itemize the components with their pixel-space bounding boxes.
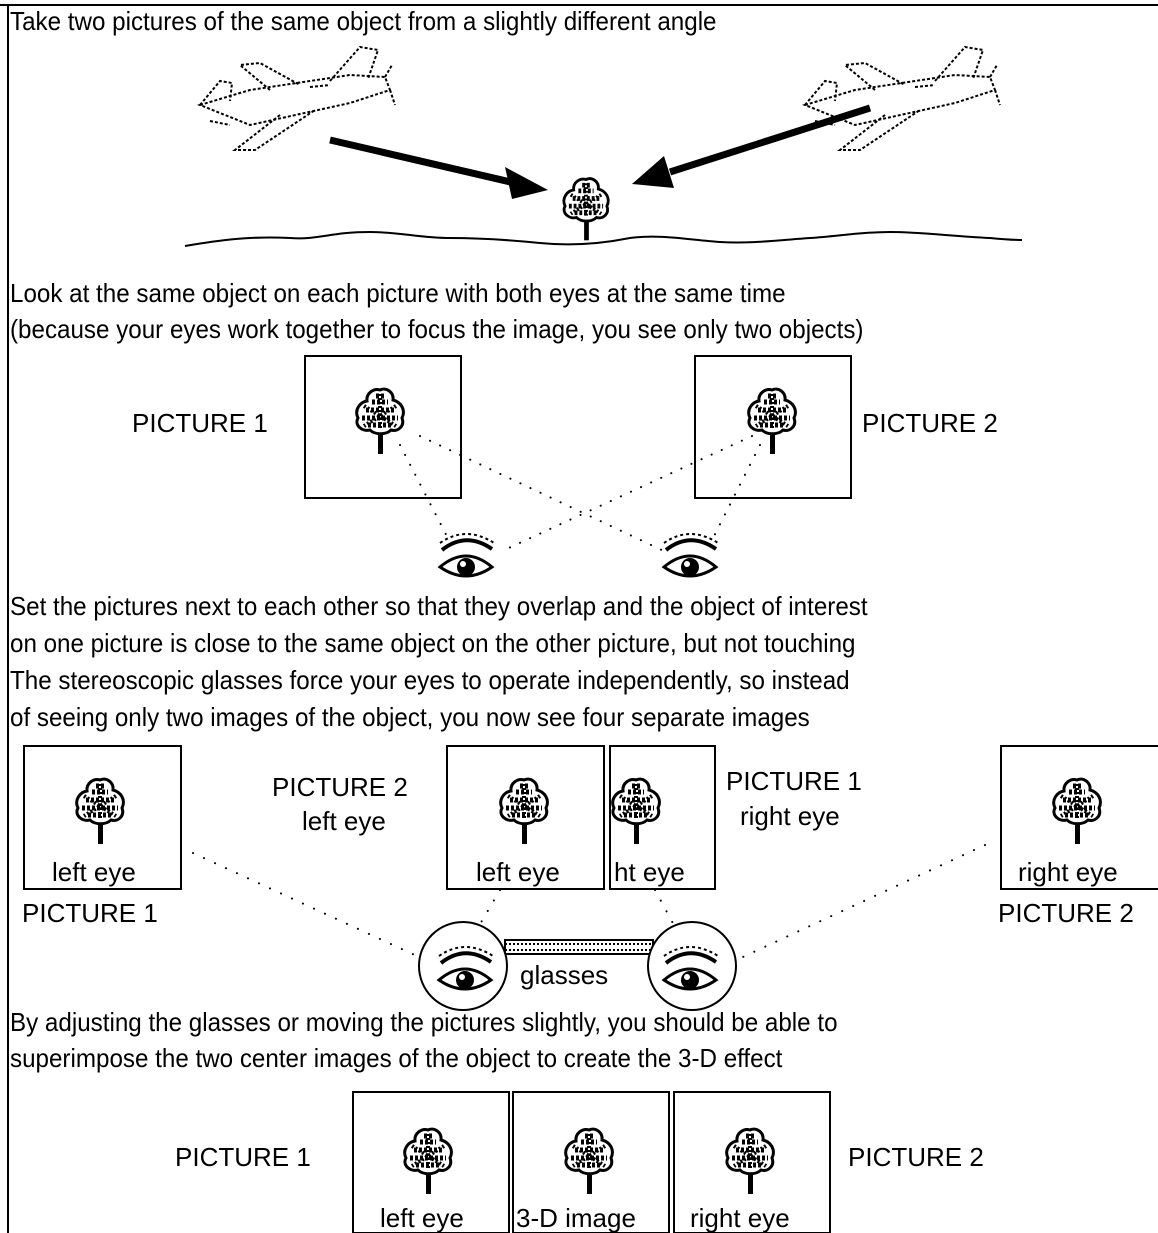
glasses-left-lens (418, 921, 508, 1011)
left-plane-icon (199, 46, 396, 151)
scene3-center-right-caption: ht eye (614, 857, 685, 887)
scene4-center-caption: 3-D image (516, 1203, 636, 1233)
frame-top-line (0, 4, 1158, 6)
scene4-picture2-label: PICTURE 2 (848, 1142, 984, 1172)
glasses-label: glasses (520, 960, 609, 990)
glasses-bridge (504, 939, 654, 955)
glasses-right-lens (647, 921, 737, 1011)
scene2-right-eye-icon (662, 532, 720, 578)
scene3-right-box-caption: right eye (1018, 857, 1118, 887)
frame-left-line (7, 4, 9, 1233)
ground-line (184, 230, 1023, 247)
scene4-right-caption: right eye (690, 1203, 790, 1233)
left-arrow-head (505, 167, 548, 199)
step3-text-line1: Set the pictures next to each other so t… (10, 591, 868, 621)
scene3-center-right-label-2: right eye (740, 801, 840, 831)
scene3-center-left-label-2: left eye (302, 806, 386, 836)
step1-text: Take two pictures of the same object fro… (10, 6, 717, 36)
step4-text-line2: superimpose the two center images of the… (10, 1043, 783, 1073)
step2-text-line2: (because your eyes work together to focu… (10, 314, 864, 344)
scene2-picture1-label: PICTURE 1 (132, 408, 268, 438)
scene2-left-eye-icon (438, 532, 496, 578)
scene4-left-caption: left eye (380, 1203, 464, 1233)
scene1-tree-icon (564, 179, 608, 241)
step4-text-line1: By adjusting the glasses or moving the p… (10, 1007, 838, 1037)
right-plane-icon (804, 46, 1001, 151)
scene3-left-box-label: PICTURE 1 (22, 898, 158, 928)
scene3-center-left-caption: left eye (476, 857, 560, 887)
scene4-picture1-label: PICTURE 1 (175, 1142, 311, 1172)
step3-text-line2: on one picture is close to the same obje… (10, 628, 856, 658)
step3-text-line4: of seeing only two images of the object,… (10, 702, 810, 732)
right-arrow-head (632, 156, 674, 188)
scene3-left-box-caption: left eye (52, 857, 136, 887)
scene3-right-box-label: PICTURE 2 (998, 898, 1134, 928)
step3-text-line3: The stereoscopic glasses force your eyes… (10, 665, 850, 695)
scene3-center-right-label-1: PICTURE 1 (726, 766, 862, 796)
scene2-picture2-label: PICTURE 2 (862, 408, 998, 438)
scene3-center-left-label-1: PICTURE 2 (272, 772, 408, 802)
step2-text-line1: Look at the same object on each picture … (10, 278, 786, 308)
